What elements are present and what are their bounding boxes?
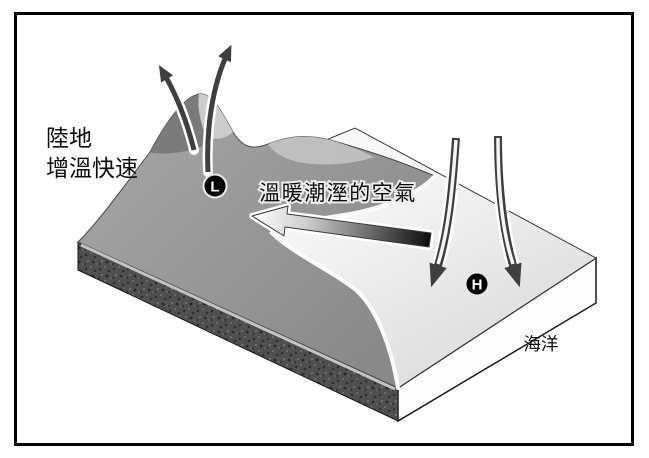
rising-arrow-left [158, 65, 197, 151]
ocean-label: 海洋 [524, 334, 559, 354]
low-pressure-badge: L [202, 173, 228, 199]
land-heating-label-line1: 陸地 [46, 125, 92, 151]
warm-air-label: 溫暖潮溼的空氣 [259, 182, 417, 205]
soil-rim [80, 243, 396, 391]
high-pressure-badge: H [464, 271, 490, 297]
land-heating-label-line2: 增溫快速 [46, 155, 138, 181]
sinking-air-arrows-icon [429, 135, 522, 288]
rising-arrow-tall [205, 44, 232, 173]
coastline [268, 174, 437, 390]
low-pressure-label: L [210, 179, 219, 196]
sinking-arrow-right-inner [496, 137, 515, 265]
low-pressure-circle [202, 173, 228, 199]
high-pressure-label: H [472, 277, 483, 294]
high-pressure-circle [464, 271, 490, 297]
onshore-flow-arrow-icon: 溫暖潮溼的空氣 [249, 180, 434, 250]
sinking-arrow-left-inner [436, 139, 458, 265]
hill-highlight [268, 136, 374, 165]
rising-air-arrows-icon [158, 44, 233, 177]
flow-arrow-body [251, 205, 432, 248]
